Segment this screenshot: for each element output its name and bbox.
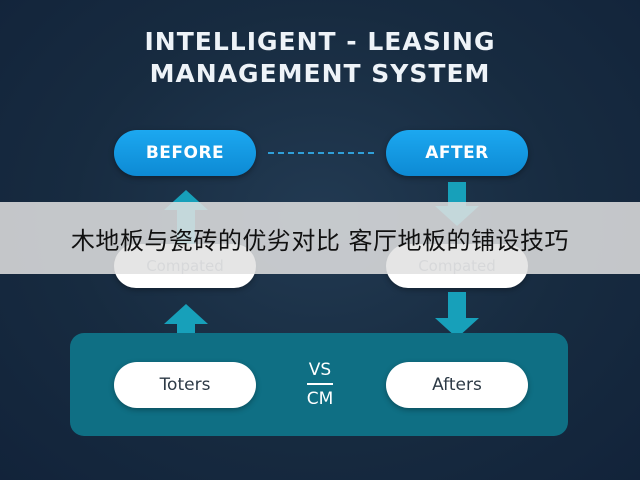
caption-banner: 木地板与瓷砖的优劣对比 客厅地板的铺设技巧	[0, 202, 640, 274]
vs-top-text: VS	[308, 360, 332, 380]
dashed-connector	[268, 152, 374, 154]
vs-label: VS CM	[290, 360, 350, 409]
vs-bottom-text: CM	[306, 389, 334, 409]
before-node: BEFORE	[114, 130, 256, 176]
down-arrow-icon	[435, 292, 479, 338]
vs-divider	[307, 383, 333, 385]
title-line-2: MANAGEMENT SYSTEM	[149, 59, 491, 88]
toters-node: Toters	[114, 362, 256, 408]
afters-node: Afters	[386, 362, 528, 408]
after-node: AFTER	[386, 130, 528, 176]
title-line-1: INTELLIGENT - LEASING	[144, 27, 496, 56]
